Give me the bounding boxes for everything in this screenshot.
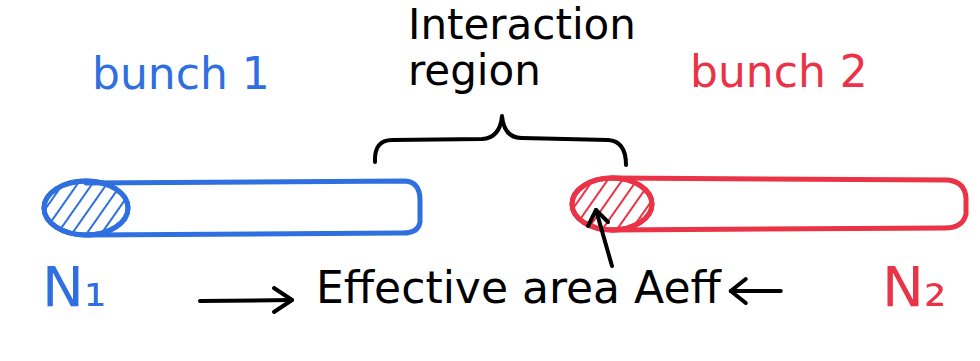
region-label: Interaction region — [408, 2, 636, 94]
particle-count: N₂ — [882, 256, 946, 318]
bunch-label: bunch 2 — [690, 48, 868, 96]
bunch-1-cylinder — [44, 181, 420, 235]
bunch-2-cylinder — [572, 178, 966, 230]
particle-count: N₁ — [42, 256, 106, 318]
direction-arrow — [731, 279, 781, 303]
pointer-arrow — [588, 210, 612, 266]
direction-arrow — [200, 288, 292, 312]
area-label: Effective area Aeff — [316, 264, 721, 312]
interaction-brace — [375, 116, 626, 165]
bunch-label: bunch 1 — [92, 50, 270, 98]
